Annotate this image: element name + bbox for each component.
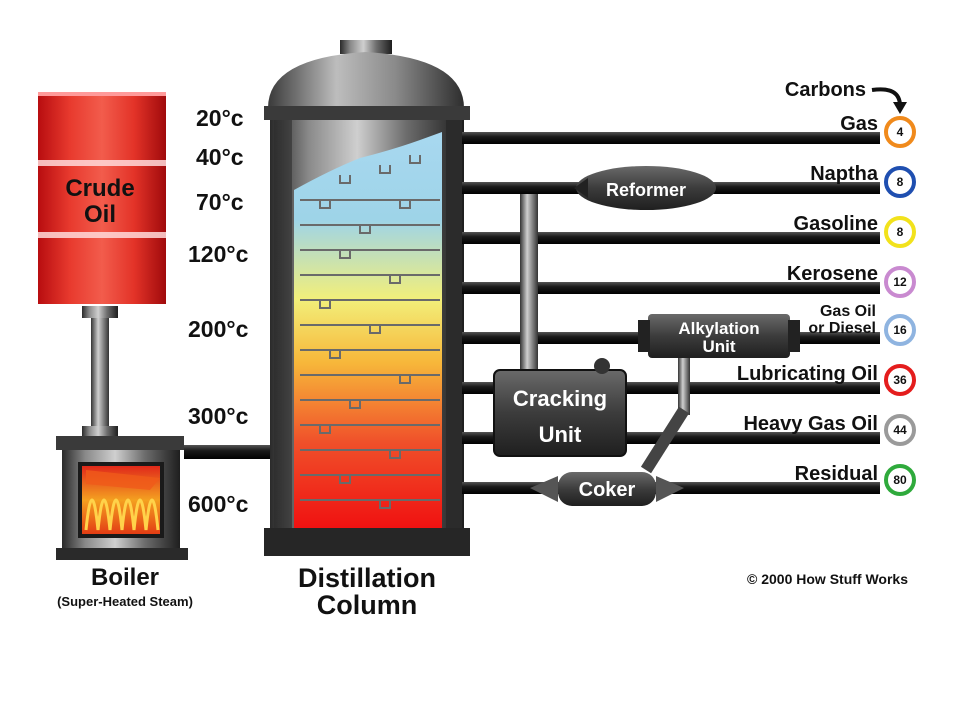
carbon-badge: 8	[884, 166, 916, 198]
temp-label: 200°c	[188, 316, 249, 342]
carbon-badge-ring	[884, 216, 916, 248]
carbon-count: 36	[893, 373, 907, 387]
carbon-count: 80	[893, 473, 907, 487]
distillation-column: Distillation Column	[264, 40, 470, 620]
carbons-label: Carbons	[785, 79, 866, 101]
temp-label: 70°c	[196, 189, 244, 215]
carbon-badge-ring	[884, 464, 916, 496]
cracking-label-line1: Cracking	[513, 386, 607, 411]
coker-link-pipe	[640, 406, 690, 474]
pipe-gasoline	[462, 232, 880, 244]
product-label-gas: Gas	[840, 113, 878, 135]
carbon-badge-ring	[884, 364, 916, 396]
cracking-label-line2: Unit	[539, 422, 582, 447]
carbon-count: 44	[893, 423, 907, 437]
reformer-label: Reformer	[606, 180, 686, 200]
carbon-count: 8	[897, 225, 904, 239]
alkylation-label-line2: Unit	[702, 337, 735, 356]
carbon-count: 16	[893, 323, 907, 337]
product-label-lubricating-oil: Lubricating Oil	[737, 363, 878, 385]
alkylation-label-line1: Alkylation	[678, 319, 759, 338]
carbon-badge-ring	[884, 166, 916, 198]
cracking-feed-pipe	[520, 194, 538, 374]
crude-oil-label-line2: Oil	[84, 201, 116, 228]
product-label-residual: Residual	[795, 463, 878, 485]
pipe-kerosene	[462, 282, 880, 294]
boiler-flame	[82, 466, 160, 534]
carbons-arrowhead-icon	[893, 102, 907, 114]
product-label-diesel-line2: or Diesel	[808, 320, 876, 337]
copyright-notice: © 2000 How Stuff Works	[747, 571, 908, 587]
feed-pipe	[82, 306, 118, 436]
crude-oil-barrel: Crude Oil	[38, 92, 166, 304]
cracking-unit: Cracking Unit	[493, 358, 627, 457]
carbon-badge: 8	[884, 216, 916, 248]
crude-oil-label-line1: Crude	[65, 175, 134, 202]
alkylation-unit: Alkylation Unit	[638, 314, 800, 358]
carbon-badge: 4	[884, 116, 916, 148]
coker-label: Coker	[579, 479, 636, 501]
column-trays	[300, 155, 440, 509]
temp-label: 120°c	[188, 241, 249, 267]
carbon-count: 12	[893, 275, 907, 289]
carbon-count: 8	[897, 175, 904, 189]
column-label-line1: Distillation	[298, 563, 436, 593]
boiler-label: Boiler	[91, 564, 159, 591]
temp-label: 300°c	[188, 403, 249, 429]
carbon-badges: 4 8 8 12 16 36 44 80	[884, 116, 916, 496]
product-label-gasoline: Gasoline	[794, 213, 878, 235]
carbon-badge: 44	[884, 414, 916, 446]
temp-label: 600°c	[188, 491, 249, 517]
temp-label: 40°c	[196, 144, 244, 170]
product-label-naptha: Naptha	[810, 163, 879, 185]
carbon-badge: 12	[884, 266, 916, 298]
boiler: Boiler (Super-Heated Steam)	[56, 436, 193, 609]
product-labels: Gas Naptha Gasoline Kerosene Gas Oil or …	[737, 113, 879, 485]
column-label-line2: Column	[317, 590, 418, 620]
temp-label: 20°c	[196, 105, 244, 131]
carbon-badge-ring	[884, 414, 916, 446]
alkylation-pipe	[678, 355, 690, 415]
carbon-badge-ring	[884, 116, 916, 148]
boiler-sublabel: (Super-Heated Steam)	[57, 594, 193, 609]
carbon-badge-ring	[884, 266, 916, 298]
product-label-diesel-line1: Gas Oil	[820, 303, 876, 320]
product-label-kerosene: Kerosene	[787, 263, 878, 285]
reformer-unit: Reformer	[574, 166, 716, 210]
carbon-badge-ring	[884, 314, 916, 346]
carbon-count: 4	[897, 125, 904, 139]
temperature-labels: 20°c 40°c 70°c 120°c 200°c 300°c 600°c	[188, 105, 249, 517]
steam-pipe	[184, 445, 284, 459]
carbon-badge: 80	[884, 464, 916, 496]
carbon-badge: 36	[884, 364, 916, 396]
product-label-heavy-gas-oil: Heavy Gas Oil	[743, 413, 878, 435]
carbon-badge: 16	[884, 314, 916, 346]
pipe-gas	[462, 132, 880, 144]
coker-unit: Coker	[530, 472, 684, 506]
